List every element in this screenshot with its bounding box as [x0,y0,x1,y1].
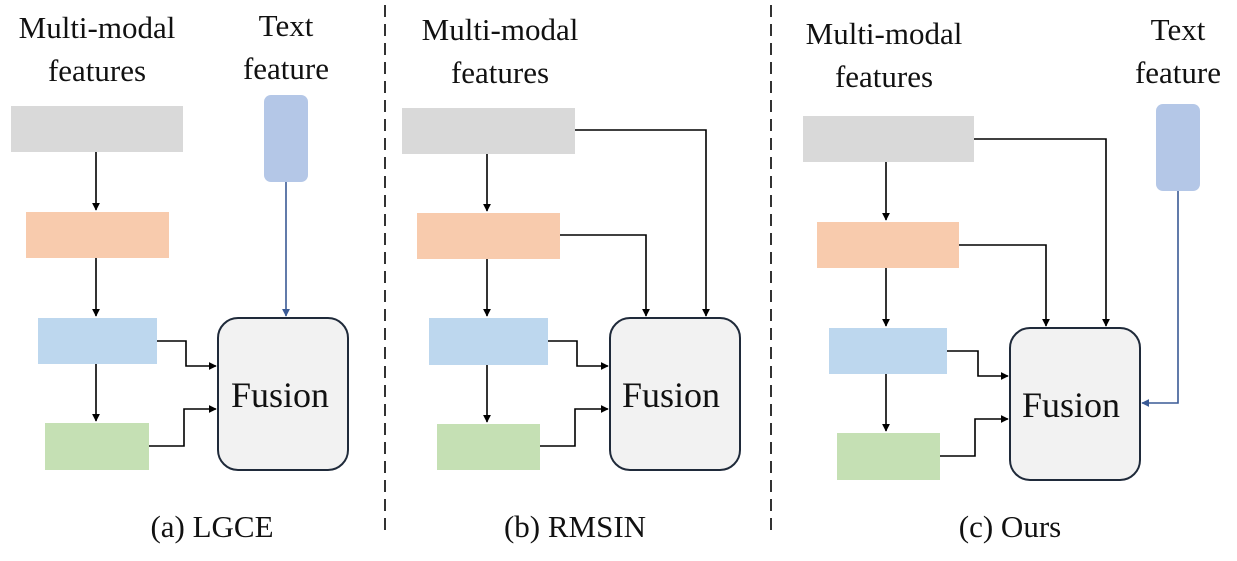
panel-b-arrow-orange-to-fusion [560,234,650,317]
panel-a: Multi-modal features Text feature Fusion… [11,8,349,544]
panel-c-text-feature [1156,104,1200,191]
panel-c-feature-green [837,433,940,480]
panel-a-feature-blue [38,318,157,364]
panel-b-arrow-gray-to-fusion [575,129,710,317]
panel-c-arrow-blue-to-fusion [947,350,1009,380]
panel-c-caption: (c) Ours [959,509,1061,544]
panel-b-fusion-label: Fusion [622,375,720,415]
panel-c-text-header-line1: Text [1151,12,1206,47]
panel-b-caption: (b) RMSIN [504,509,646,544]
panel-c-fusion-block [1009,327,1141,481]
panel-a-text-feature [264,95,308,182]
panel-b-feature-blue [429,318,548,365]
panel-a-text-header-line2: feature [243,51,329,86]
panel-a-fusion-block [217,317,349,471]
panel-b-feature-gray [402,108,575,154]
panel-b: Multi-modal features Fusion (b) RMSIN [402,12,741,544]
panel-c-feature-blue [829,328,947,374]
panel-a-feature-gray [11,106,183,152]
panel-a-caption: (a) LGCE [150,509,273,544]
panel-c-arrow-green-to-fusion [940,415,1009,457]
panel-a-feature-orange [26,212,169,258]
panel-a-feature-green [45,423,149,470]
panel-a-multimodal-header-line2: features [48,53,146,88]
panel-b-multimodal-header-line2: features [451,55,549,90]
panel-a-fusion-label: Fusion [231,375,329,415]
panel-c: Multi-modal features Text feature Fusion… [803,12,1221,544]
panel-c-multimodal-header-line1: Multi-modal [806,16,963,51]
panel-c-text-header-line2: feature [1135,55,1221,90]
panel-a-arrow-green-to-fusion [149,405,217,447]
panel-c-multimodal-header-line2: features [835,59,933,94]
panel-c-arrow-gray-to-fusion [974,138,1110,327]
panel-c-arrow-orange-to-fusion [959,244,1050,327]
panel-c-feature-orange [817,222,959,268]
panel-b-feature-green [437,424,540,470]
panel-b-feature-orange [417,213,560,259]
panel-b-arrow-green-to-fusion [540,405,609,447]
panel-b-fusion-block [609,317,741,471]
panel-a-arrow-blue-to-fusion [157,340,217,370]
panel-c-feature-gray [803,116,974,162]
panel-c-arrow-text-to-fusion [1141,191,1179,407]
panel-a-multimodal-header-line1: Multi-modal [19,10,176,45]
panel-c-fusion-label: Fusion [1022,385,1120,425]
panel-b-arrow-blue-to-fusion [548,340,609,370]
panel-b-multimodal-header-line1: Multi-modal [422,12,579,47]
panel-a-text-header-line1: Text [259,8,314,43]
